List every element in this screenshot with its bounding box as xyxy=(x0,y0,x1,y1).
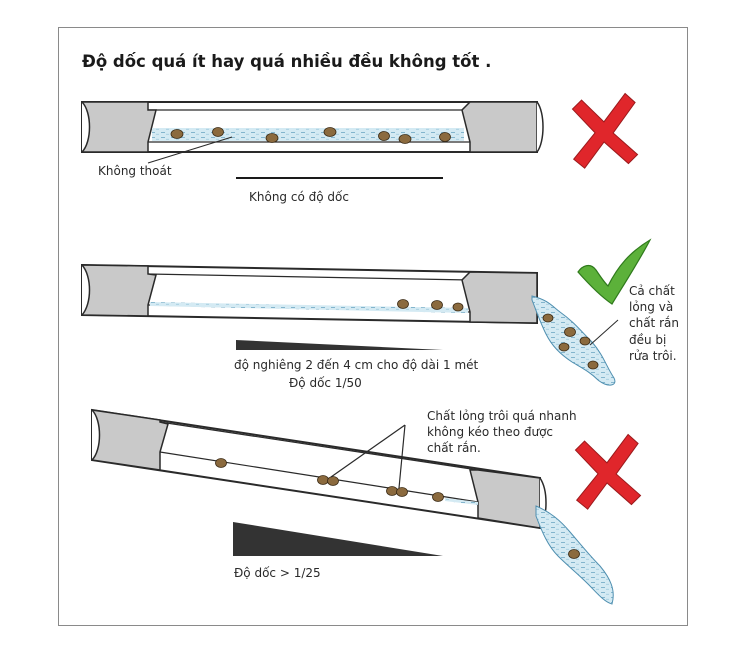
pipe-end-left xyxy=(81,101,157,153)
leader-line xyxy=(147,136,233,164)
label-steep-ratio: Độ dốc > 1/25 xyxy=(234,566,321,580)
panel-steep-slope xyxy=(91,408,642,605)
solid-waste xyxy=(170,127,451,144)
standing-water xyxy=(152,128,464,141)
label-no-slope: Không có độ dốc xyxy=(249,190,349,204)
pipe-end-right xyxy=(461,101,538,153)
pipe-end-left xyxy=(81,264,157,317)
callout-leader xyxy=(398,424,406,489)
solid-waste xyxy=(397,299,464,312)
solid-waste-outflow xyxy=(568,549,580,559)
solid-waste-outflow xyxy=(542,313,599,370)
flowing-water xyxy=(150,302,468,313)
pipe-end-right xyxy=(461,271,538,324)
solid-waste-stranded xyxy=(215,458,444,502)
callout-leader xyxy=(330,424,406,478)
outflow-stream xyxy=(531,295,616,386)
side-note: Cả chất lỏng và chất rắn đều bị rửa trôi… xyxy=(629,284,679,363)
label-slope-ratio: Độ dốc 1/50 xyxy=(289,376,362,390)
leader-line xyxy=(589,319,619,346)
slope-wedge-steep xyxy=(233,522,443,556)
callout-text: Chất lỏng trôi quá nhanh không kéo theo … xyxy=(427,409,577,456)
slope-wedge-gentle xyxy=(236,340,443,350)
panel-no-slope xyxy=(81,92,639,179)
red-x-icon xyxy=(574,433,642,510)
red-x-icon xyxy=(571,92,639,169)
pipe-end-left xyxy=(91,409,169,471)
green-check-icon xyxy=(577,238,652,305)
panel-correct-slope xyxy=(81,238,652,386)
diagram-title: Độ dốc quá ít hay quá nhiều đều không tố… xyxy=(82,52,492,71)
label-no-drain: Không thoát xyxy=(98,164,172,178)
label-slope-rule: độ nghiêng 2 đến 4 cm cho độ dài 1 mét xyxy=(234,358,479,372)
